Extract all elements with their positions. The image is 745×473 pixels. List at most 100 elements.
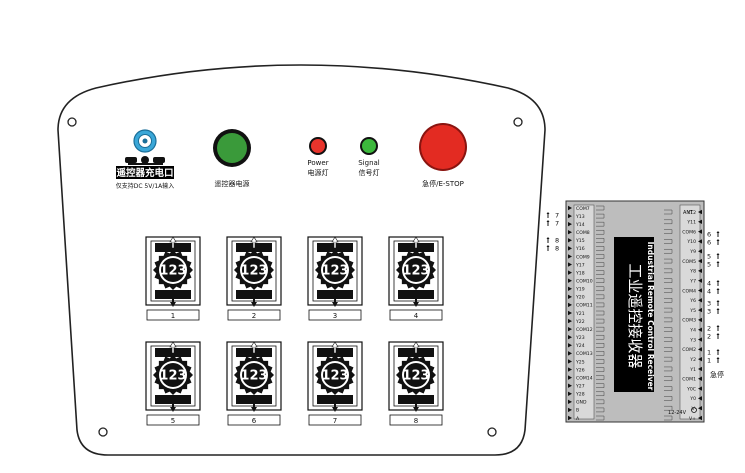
thumbwheel-switch-5[interactable]: 123 5 [145,341,201,426]
thumbwheel-digits: 123 [240,264,267,279]
receiver-terminal-label: COM6 [682,229,696,235]
arrow-up-icon [169,236,177,249]
mount-hole-top-right [513,117,523,127]
receiver-terminal-label: Y22 [575,319,585,325]
thumbwheel-gear-icon: 123 [234,250,274,290]
receiver-right-terminals: Y12Y11COM6Y10Y9COM5Y8Y7COM4Y6Y5COM3Y4Y3C… [664,209,702,422]
receiver-terminal-label: Y7 [689,278,696,284]
arrow-down-icon [332,401,338,412]
double-arrow-icon [716,261,720,267]
thumbwheel-gear-icon: 123 [396,355,436,395]
receiver-terminal-label: Y13 [575,214,585,220]
double-arrow-icon [716,333,720,339]
receiver-terminal-label: COM12 [576,327,593,333]
thumbwheel-switch-label: 7 [333,417,337,425]
thumbwheel-digits: 123 [240,369,267,384]
double-arrow-icon [546,212,550,218]
double-arrow-icon [716,288,720,294]
receiver-terminal-label: Y12 [686,210,696,216]
receiver-right-marker: 5 [707,261,711,269]
receiver-title-en: Industrial Remote Control Receiver [646,242,655,391]
arrow-up-icon [250,236,258,249]
estop-button[interactable] [419,123,467,171]
arrow-down-icon [413,401,419,412]
receiver-terminal-label: Y3 [689,337,696,343]
thumbwheel-switch-3[interactable]: 123 3 [307,236,363,321]
mount-hole-bottom-right [487,427,497,437]
double-arrow-icon [546,237,550,243]
thumbwheel-switch-4[interactable]: 123 4 [388,236,444,321]
receiver-terminal-label: COM9 [576,254,590,260]
receiver-terminal-label: Y1 [689,367,696,373]
receiver-terminal-label: Y28 [575,392,585,398]
arrow-up-icon [331,341,339,354]
receiver-terminal-label: Y2 [689,357,696,363]
receiver-terminal-label: Y26 [575,367,585,373]
thumbwheel-switch-7[interactable]: 123 7 [307,341,363,426]
receiver-module: Industrial Remote Control Receiver 工业遥控接… [546,200,724,423]
receiver-left-marker: 7 [555,212,559,220]
thumbwheel-digits: 123 [321,264,348,279]
thumbwheel-switch-2[interactable]: 123 2 [226,236,282,321]
receiver-terminal-label: Y16 [575,246,585,252]
arrow-down-icon [332,296,338,307]
arrow-down-icon [251,296,257,307]
receiver-terminal-label: V- [691,406,696,412]
receiver-terminal-label: Y21 [575,311,585,317]
receiver-terminal-label: COM7 [576,206,590,212]
arrow-up-icon [169,341,177,354]
signal-indicator-light [360,137,378,155]
receiver-terminal-label: Y4 [689,328,696,334]
mount-hole-top-left [67,117,77,127]
thumbwheel-gear-icon: 123 [315,250,355,290]
charge-port-label-plate [116,166,174,179]
receiver-right-terminal-strip [679,204,701,420]
receiver-terminal-label: Y27 [575,383,585,389]
receiver-right-marker: 3 [707,300,711,308]
receiver-right-marker: 6 [707,239,711,247]
thumbwheel-switch-label: 3 [333,312,337,320]
power-switch-label: 遥控器电源 [215,179,250,188]
double-arrow-icon [716,231,720,237]
receiver-title-cn: 工业遥控接收器 [626,263,644,368]
receiver-terminal-label: Y5 [689,308,696,314]
thumbwheel-digits: 123 [159,369,186,384]
receiver-terminal-label: COM10 [576,278,593,284]
thumbwheel-gear-icon: 123 [315,355,355,395]
receiver-power-note: 12-24V [668,410,687,416]
double-arrow-icon [716,300,720,306]
arrow-up-icon [250,341,258,354]
receiver-terminal-label: Y0 [689,396,696,402]
arrow-down-icon [170,401,176,412]
thumbwheel-digits: 123 [321,369,348,384]
receiver-terminal-label: Y8 [689,269,696,275]
thumbwheel-gear-icon: 123 [234,355,274,395]
power-switch-button[interactable] [213,129,251,167]
charge-port[interactable] [133,129,157,153]
arrow-up-icon [412,236,420,249]
receiver-terminal-label: Y19 [575,287,585,293]
thumbwheel-digits: 123 [402,264,429,279]
receiver-terminal-label: COM8 [576,230,590,236]
double-arrow-icon [716,239,720,245]
thumbwheel-switch-label: 4 [414,312,419,320]
double-arrow-icon [716,349,720,355]
receiver-label-window [614,237,654,392]
double-arrow-icon [716,308,720,314]
receiver-terminal-label: Y0C [686,386,696,392]
receiver-terminal-label: COM2 [682,347,696,353]
arrow-down-icon [413,296,419,307]
receiver-power-jack-icon [691,407,697,413]
receiver-terminal-label: Y6 [689,298,696,304]
receiver-ant-label: ANT [683,210,694,216]
power-light-label-en: Power [307,159,328,167]
thumbwheel-switch-label: 5 [171,417,175,425]
receiver-terminal-label: Y11 [686,220,696,226]
arrow-up-icon [331,236,339,249]
thumbwheel-switch-label: 2 [252,312,256,320]
receiver-terminal-label: Y20 [575,295,585,301]
